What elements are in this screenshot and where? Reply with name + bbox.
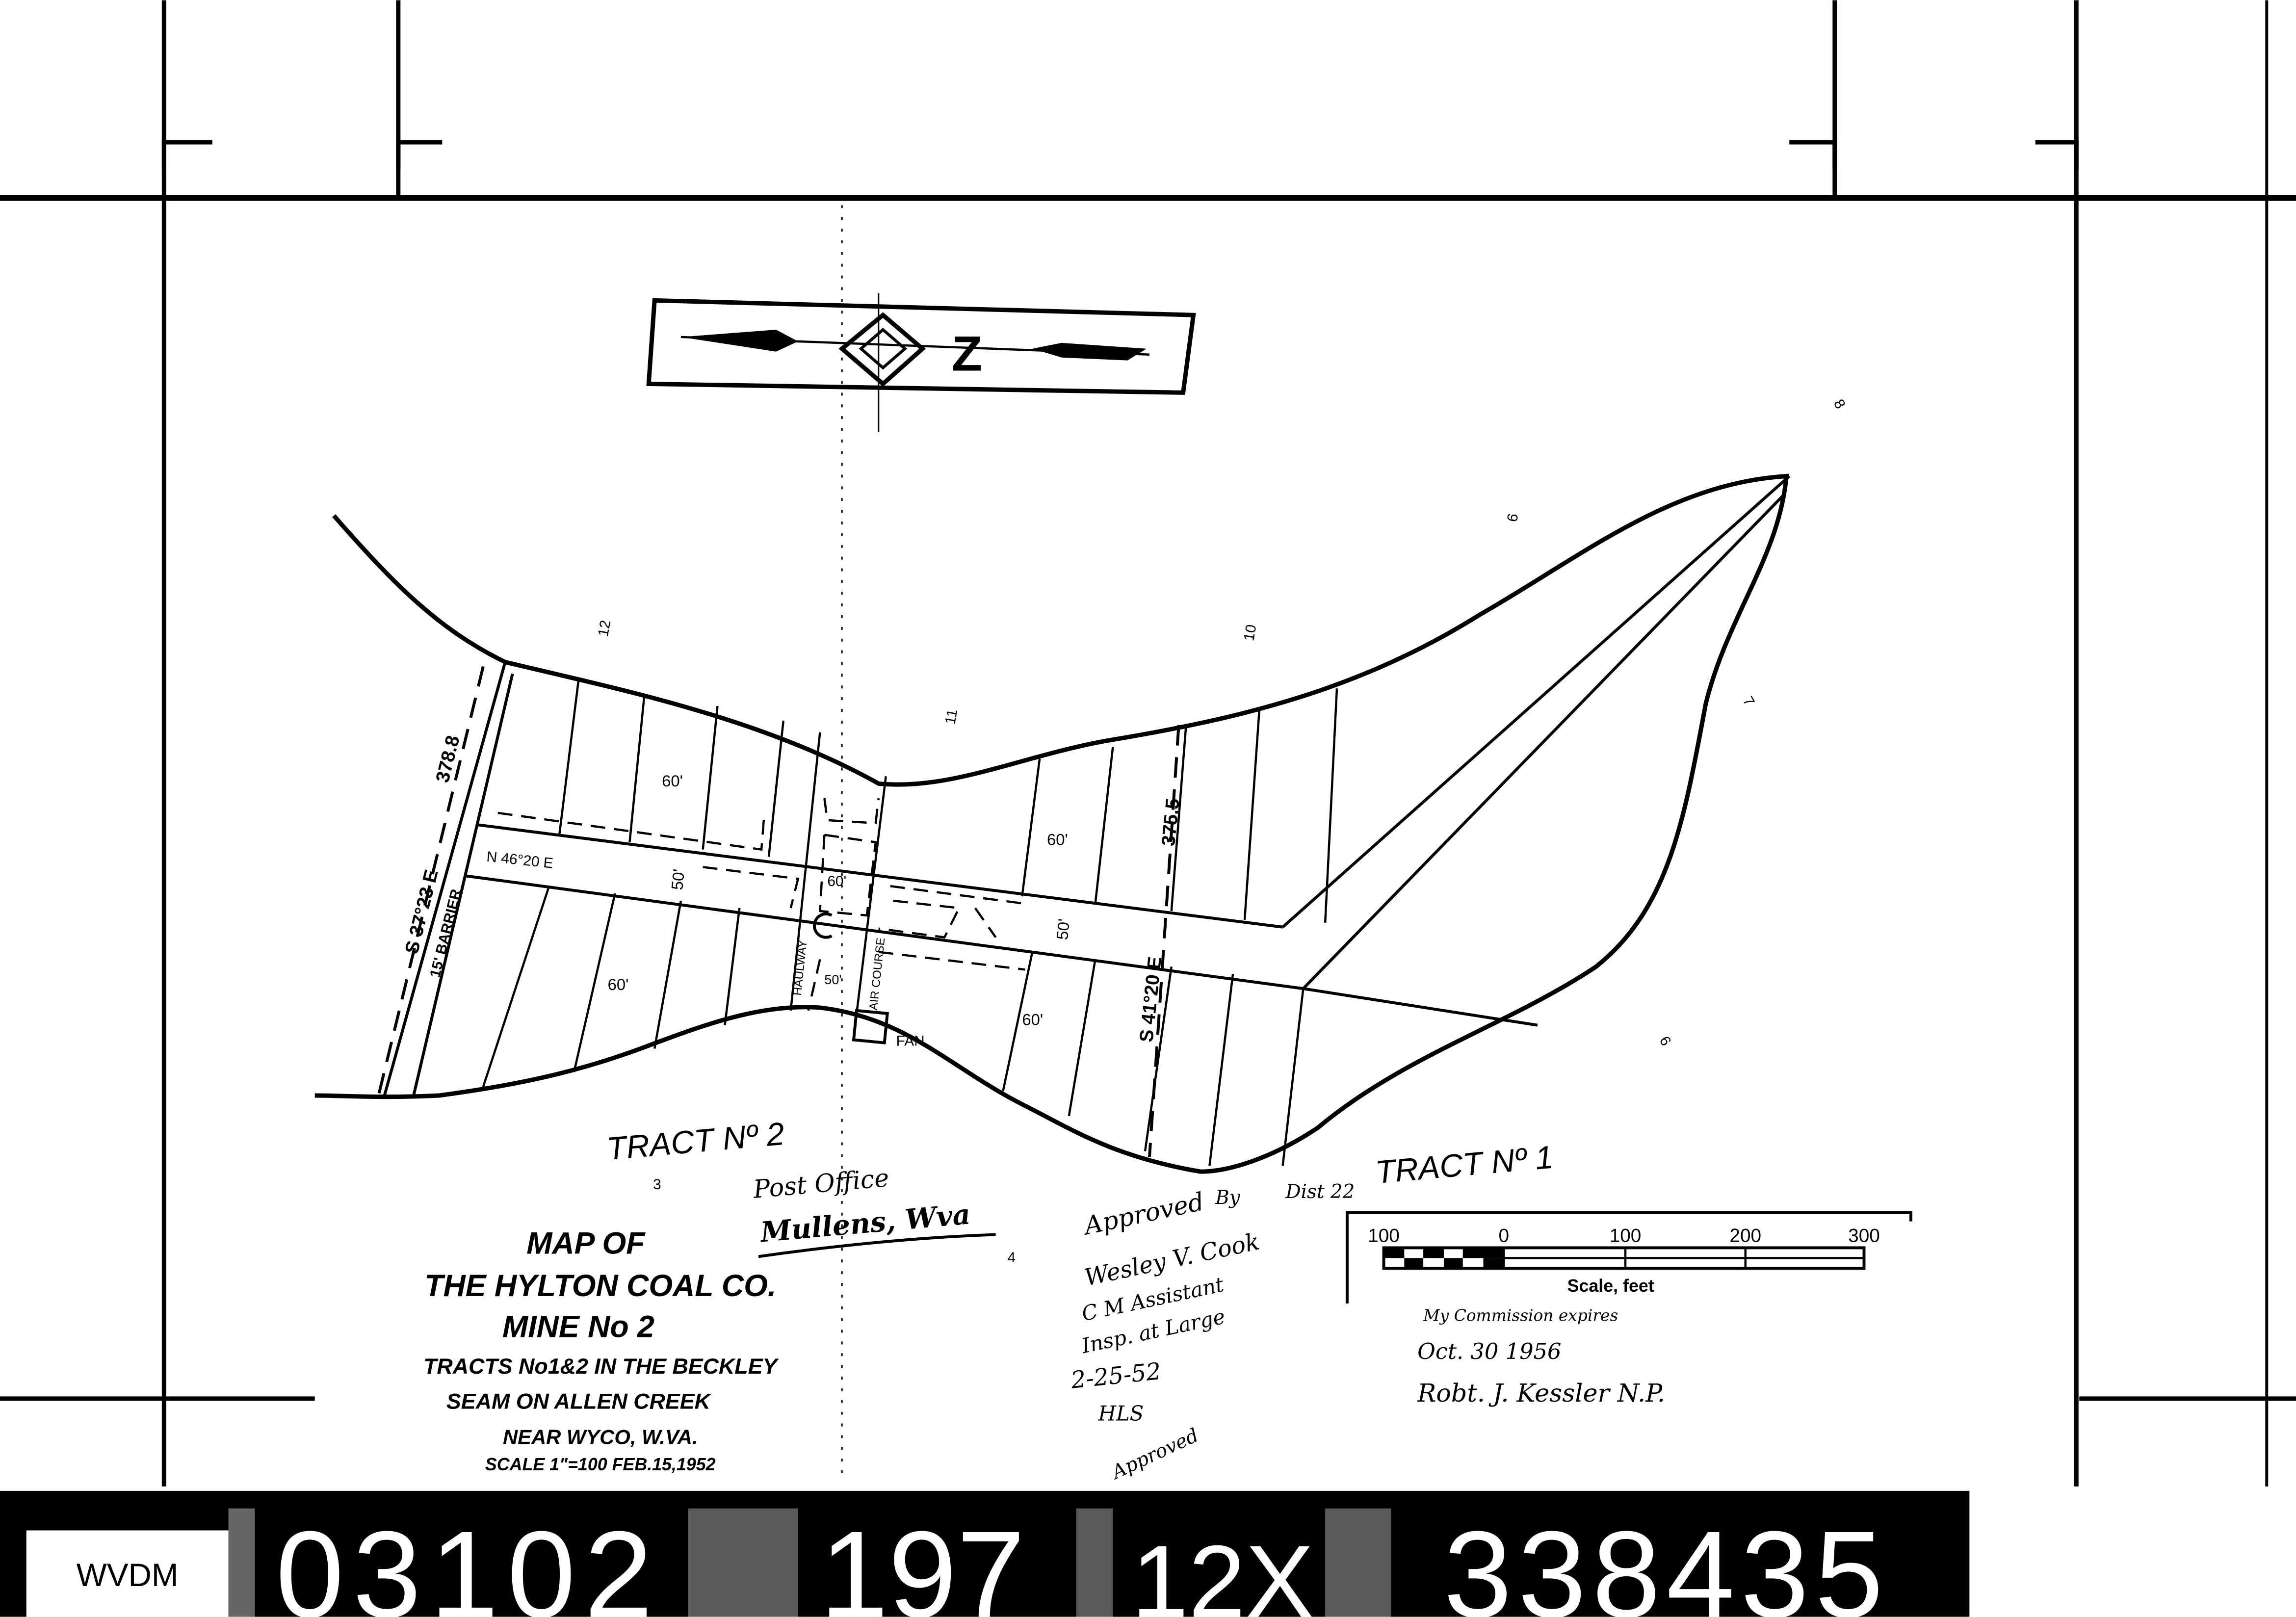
station-marker: 12 — [595, 619, 614, 638]
fan-label: FAN — [896, 1033, 925, 1049]
initials-approved: Approved — [1107, 1424, 1202, 1484]
station-marker: 7 — [1740, 694, 1758, 709]
station-marker: 9 — [1503, 512, 1520, 523]
pillar-width: 60' — [1047, 831, 1068, 849]
proposed-workings — [497, 798, 1025, 1011]
film-code: 12X — [1131, 1525, 1314, 1617]
entry-bearing: N 46°20 E — [486, 849, 554, 872]
arrow-head-icon — [680, 330, 798, 352]
tract-division-lines — [482, 681, 1338, 1166]
entry-width: 50' — [1053, 918, 1073, 940]
scale-bar: 100 0 100 200 300 Scale, feet — [1345, 1211, 1913, 1304]
left-distance: 378.8 — [432, 733, 464, 785]
fan-house — [812, 912, 889, 1044]
station-marker: 11 — [942, 708, 961, 726]
film-code: 03102 — [276, 1506, 662, 1617]
district-note: Dist 22 — [1285, 1181, 1355, 1203]
title-line: MINE No 2 — [502, 1309, 654, 1344]
title-line: THE HYLTON COAL CO. — [424, 1269, 776, 1303]
scale-tick-label: 0 — [1498, 1225, 1509, 1246]
film-code: 338435 — [1443, 1506, 1889, 1617]
north-letter: Z — [952, 326, 982, 382]
notary-signature: Robt. J. Kessler N.P. — [1417, 1379, 1665, 1408]
commission-date: Oct. 30 1956 — [1417, 1338, 1561, 1364]
pillar-width: 60' — [827, 873, 846, 889]
title-line: TRACTS No1&2 IN THE BECKLEY — [423, 1354, 779, 1379]
station-marker: 10 — [1241, 624, 1259, 642]
tract-2-label: TRACT Nº 2 — [605, 1116, 786, 1167]
title-line: SCALE 1"=100 FEB.15,1952 — [485, 1455, 716, 1474]
haulway-label: HAULWAY — [791, 939, 810, 996]
main-entries — [376, 475, 1791, 1157]
station-marker: 8 — [1830, 396, 1849, 412]
title-line: NEAR WYCO, W.VA. — [503, 1425, 698, 1448]
initials: HLS — [1098, 1402, 1144, 1426]
title-line: SEAM ON ALLEN CREEK — [446, 1389, 712, 1414]
right-distance: 375.5 — [1158, 797, 1184, 847]
station-marker: 3 — [653, 1176, 661, 1193]
title-line: MAP OF — [526, 1226, 646, 1260]
post-office-note: Post Office — [752, 1163, 890, 1204]
approval-date: 2-25-52 — [1069, 1358, 1162, 1394]
diamond-icon — [838, 312, 926, 387]
scale-tick-label: 200 — [1729, 1225, 1761, 1246]
approved-note: Approved — [1080, 1187, 1206, 1241]
air-course-label: AIR COURSE — [867, 937, 887, 1011]
pillar-width: 60' — [662, 772, 683, 790]
pillar-width: 60' — [1022, 1011, 1043, 1029]
sheet-frame — [0, 0, 2296, 1487]
station-marker: 6 — [1656, 1034, 1674, 1049]
film-code: 197 — [820, 1506, 1025, 1617]
title-block: MAP OF THE HYLTON COAL CO. MINE No 2 TRA… — [423, 1226, 779, 1474]
station-marker: 4 — [1007, 1250, 1016, 1266]
outcrop-boundary — [314, 473, 1789, 1174]
commission-note: My Commission expires — [1423, 1306, 1618, 1325]
film-label: WVDM — [77, 1557, 179, 1593]
entry-width: 50' — [824, 972, 841, 987]
scale-tick-label: 300 — [1848, 1225, 1880, 1246]
north-arrow-compass: Z — [646, 293, 1196, 432]
post-office-town: Mullens, Wva — [758, 1198, 972, 1249]
film-strip: WVDM 03102 197 12X 338435 — [0, 1490, 2296, 1617]
pillar-width: 60' — [608, 975, 629, 993]
scale-tick-label: 100 — [1610, 1225, 1642, 1246]
scale-tick-label: 100 — [1368, 1225, 1400, 1246]
scale-label: Scale, feet — [1567, 1276, 1654, 1296]
tract-1-label: TRACT Nº 1 — [1374, 1139, 1554, 1190]
arrow-tail-icon — [1032, 342, 1147, 361]
entry-width: 50' — [668, 868, 688, 890]
approved-by: By — [1215, 1187, 1241, 1209]
